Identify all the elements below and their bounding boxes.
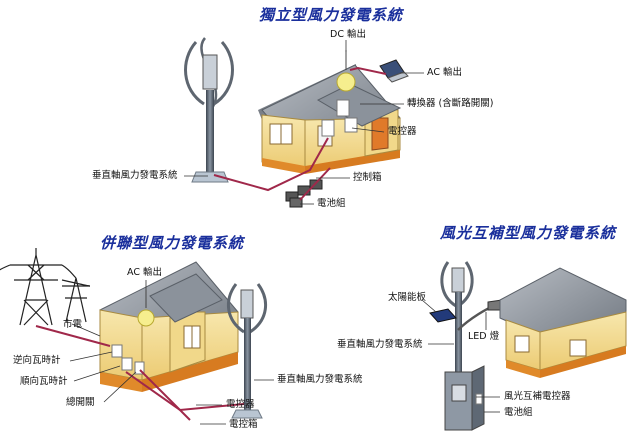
- standalone-wires: [213, 66, 387, 201]
- label-utility-power: 市電: [63, 319, 83, 330]
- grid-tied-wires: [35, 325, 245, 421]
- ac-device-icon: [379, 59, 409, 83]
- label-forward-meter: 順向瓦時計: [20, 376, 68, 387]
- title-grid-tied-system: 併聯型風力發電系統: [100, 234, 245, 252]
- label-charge-controller-standalone: 電控器: [388, 126, 417, 137]
- grid-tied-system: [0, 248, 274, 425]
- label-dc-output: DC 輸出: [330, 29, 366, 40]
- hybrid-leaders: [421, 299, 500, 413]
- light-bulb-icon: [137, 290, 155, 327]
- label-ac-output-standalone: AC 輸出: [427, 67, 462, 78]
- vertical-axis-turbine-icon: [184, 37, 234, 183]
- label-battery-hybrid: 電池組: [504, 407, 533, 418]
- standalone-leaders: [184, 40, 424, 205]
- title-hybrid-system: 風光互補型風力發電系統: [440, 224, 617, 242]
- standalone-house: [258, 64, 402, 174]
- grid-tied-leaders: [69, 280, 274, 425]
- label-vertical-turbine-grid: 垂直軸風力發電系統: [277, 374, 363, 385]
- hybrid-system: [421, 261, 627, 431]
- grid-tied-house: [99, 261, 239, 392]
- label-ac-output-grid: AC 輸出: [127, 267, 162, 278]
- title-standalone-system: 獨立型風力發電系統: [259, 6, 404, 24]
- hybrid-house: [499, 267, 627, 378]
- light-bulb-icon: [336, 50, 356, 92]
- label-vertical-turbine-hybrid: 垂直軸風力發電系統: [337, 339, 423, 350]
- label-charge-controller-grid: 電控器: [226, 399, 255, 410]
- label-control-box-grid: 電控箱: [229, 419, 258, 430]
- label-main-switch: 總開關: [66, 397, 95, 408]
- label-reverse-meter: 逆向瓦時計: [13, 355, 61, 366]
- label-led-lamp: LED 燈: [468, 331, 500, 342]
- label-battery-standalone: 電池組: [317, 198, 346, 209]
- label-hybrid-controller: 風光互補電控器: [504, 391, 571, 402]
- vertical-axis-turbine-icon: [227, 283, 267, 419]
- hybrid-pole: [429, 261, 503, 431]
- power-pylon-icon: [0, 248, 91, 326]
- standalone-system: [184, 37, 424, 208]
- label-inverter: 轉換器 (含斷路開關): [407, 98, 494, 109]
- label-control-box: 控制箱: [353, 172, 382, 183]
- label-vertical-turbine-standalone: 垂直軸風力發電系統: [92, 170, 178, 181]
- label-solar-panel: 太陽能板: [388, 292, 427, 303]
